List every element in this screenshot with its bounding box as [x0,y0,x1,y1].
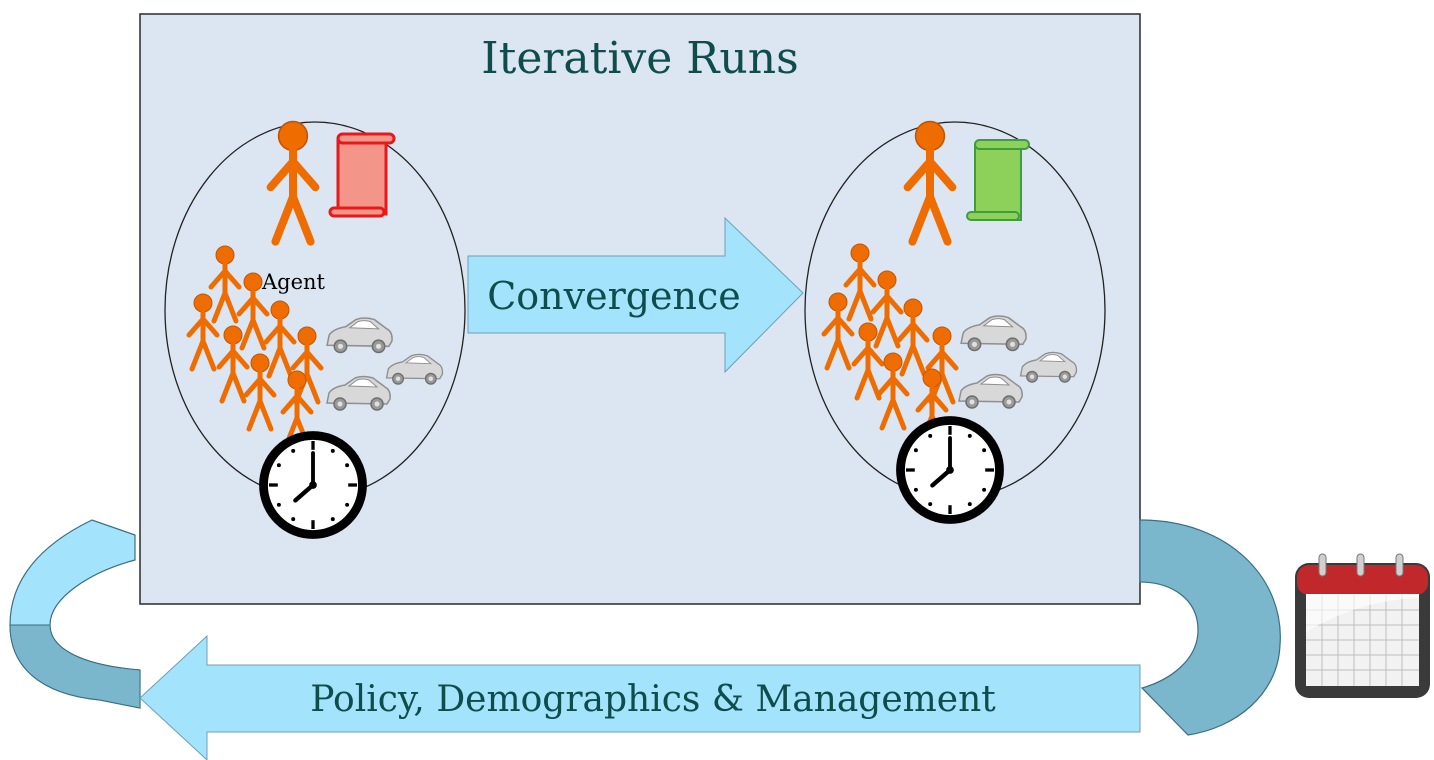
convergence-arrow [467,216,804,374]
clock-icon [901,421,1000,520]
feedback-label: Policy, Demographics & Management [310,679,996,720]
agent-label: Agent [261,270,326,294]
convergence-label: Convergence [487,274,741,318]
panel-title: Iterative Runs [481,33,798,84]
feedback-loop-right [1139,519,1281,736]
green-scroll-icon [966,139,1030,221]
feedback-loop-left-inner [9,624,141,709]
red-scroll-icon [328,132,396,218]
calendar-icon [1295,553,1430,698]
converged-run-contents [824,122,1078,520]
initial-run-contents: Agent [189,122,444,535]
clock-icon [264,436,363,535]
feedback-arrow [139,634,1141,760]
